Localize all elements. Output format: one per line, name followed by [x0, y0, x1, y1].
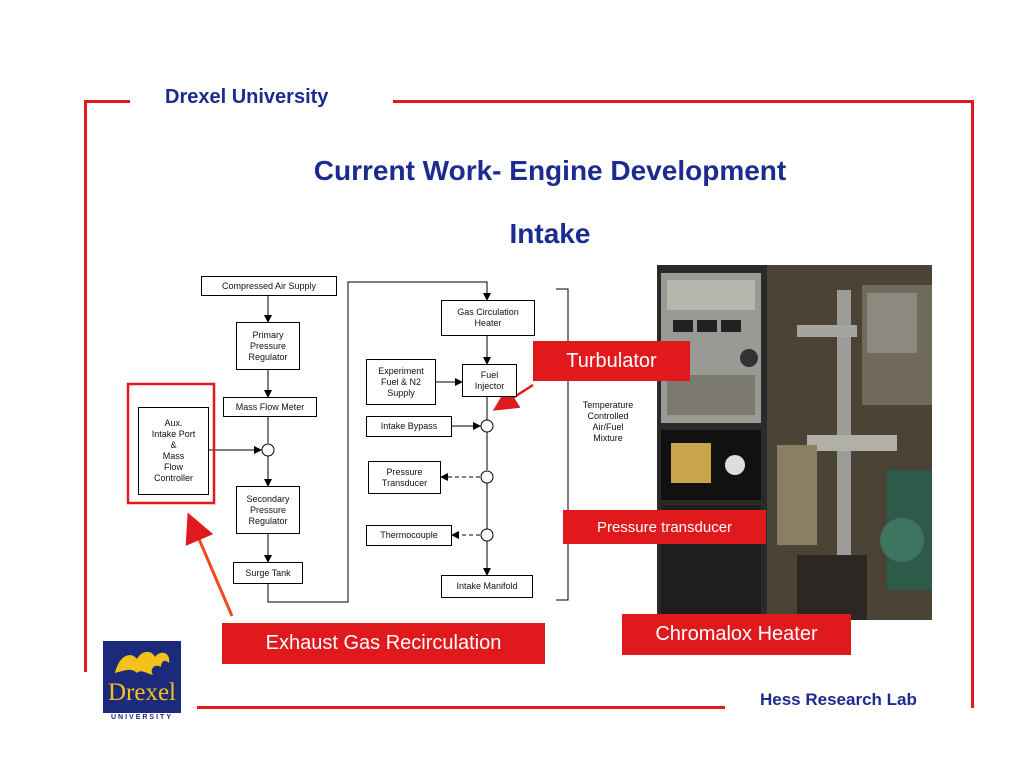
bracket-label: Temperature Controlled Air/Fuel Mixture [582, 400, 634, 443]
box-gas-circulation-heater: Gas Circulation Heater [441, 300, 535, 336]
apparatus-photo [657, 265, 932, 620]
box-secondary-pressure-regulator: Secondary Pressure Regulator [236, 486, 300, 534]
callout-turbulator: Turbulator [533, 341, 690, 381]
frame-top-right [393, 100, 974, 103]
box-thermocouple: Thermocouple [366, 525, 452, 546]
box-aux-intake-port: Aux. Intake Port & Mass Flow Controller [138, 407, 209, 495]
box-surge-tank: Surge Tank [233, 562, 303, 584]
logo-shield [103, 641, 181, 713]
frame-top-left [84, 100, 130, 103]
callout-pressure-transducer: Pressure transducer [563, 510, 766, 544]
slide-subtitle: Intake [509, 218, 591, 249]
logo-university-text: UNIVERSITY [110, 714, 173, 721]
box-pressure-transducer: Pressure Transducer [368, 461, 441, 494]
frame-left [84, 100, 87, 672]
callout-exhaust-gas-recirculation: Exhaust Gas Recirculation [222, 623, 545, 664]
box-intake-bypass: Intake Bypass [366, 416, 452, 437]
logo-wordmark: Drexel [107, 679, 177, 706]
frame-right [971, 100, 974, 708]
callout-chromalox-heater: Chromalox Heater [622, 614, 851, 655]
box-experiment-fuel-supply: Experiment Fuel & N2 Supply [366, 359, 436, 405]
box-intake-manifold: Intake Manifold [441, 575, 533, 598]
footer-lab: Hess Research Lab [760, 690, 917, 709]
box-primary-pressure-regulator: Primary Pressure Regulator [236, 322, 300, 370]
slide-title: Current Work- Engine Development [313, 155, 787, 186]
box-fuel-injector: Fuel Injector [462, 364, 517, 397]
header-institution: Drexel University [165, 86, 329, 108]
box-compressed-air-supply: Compressed Air Supply [201, 276, 337, 296]
frame-bottom [197, 706, 725, 709]
drexel-logo: Drexel UNIVERSITY [103, 641, 181, 722]
box-mass-flow-meter: Mass Flow Meter [223, 397, 317, 417]
dragon-icon [115, 651, 170, 675]
